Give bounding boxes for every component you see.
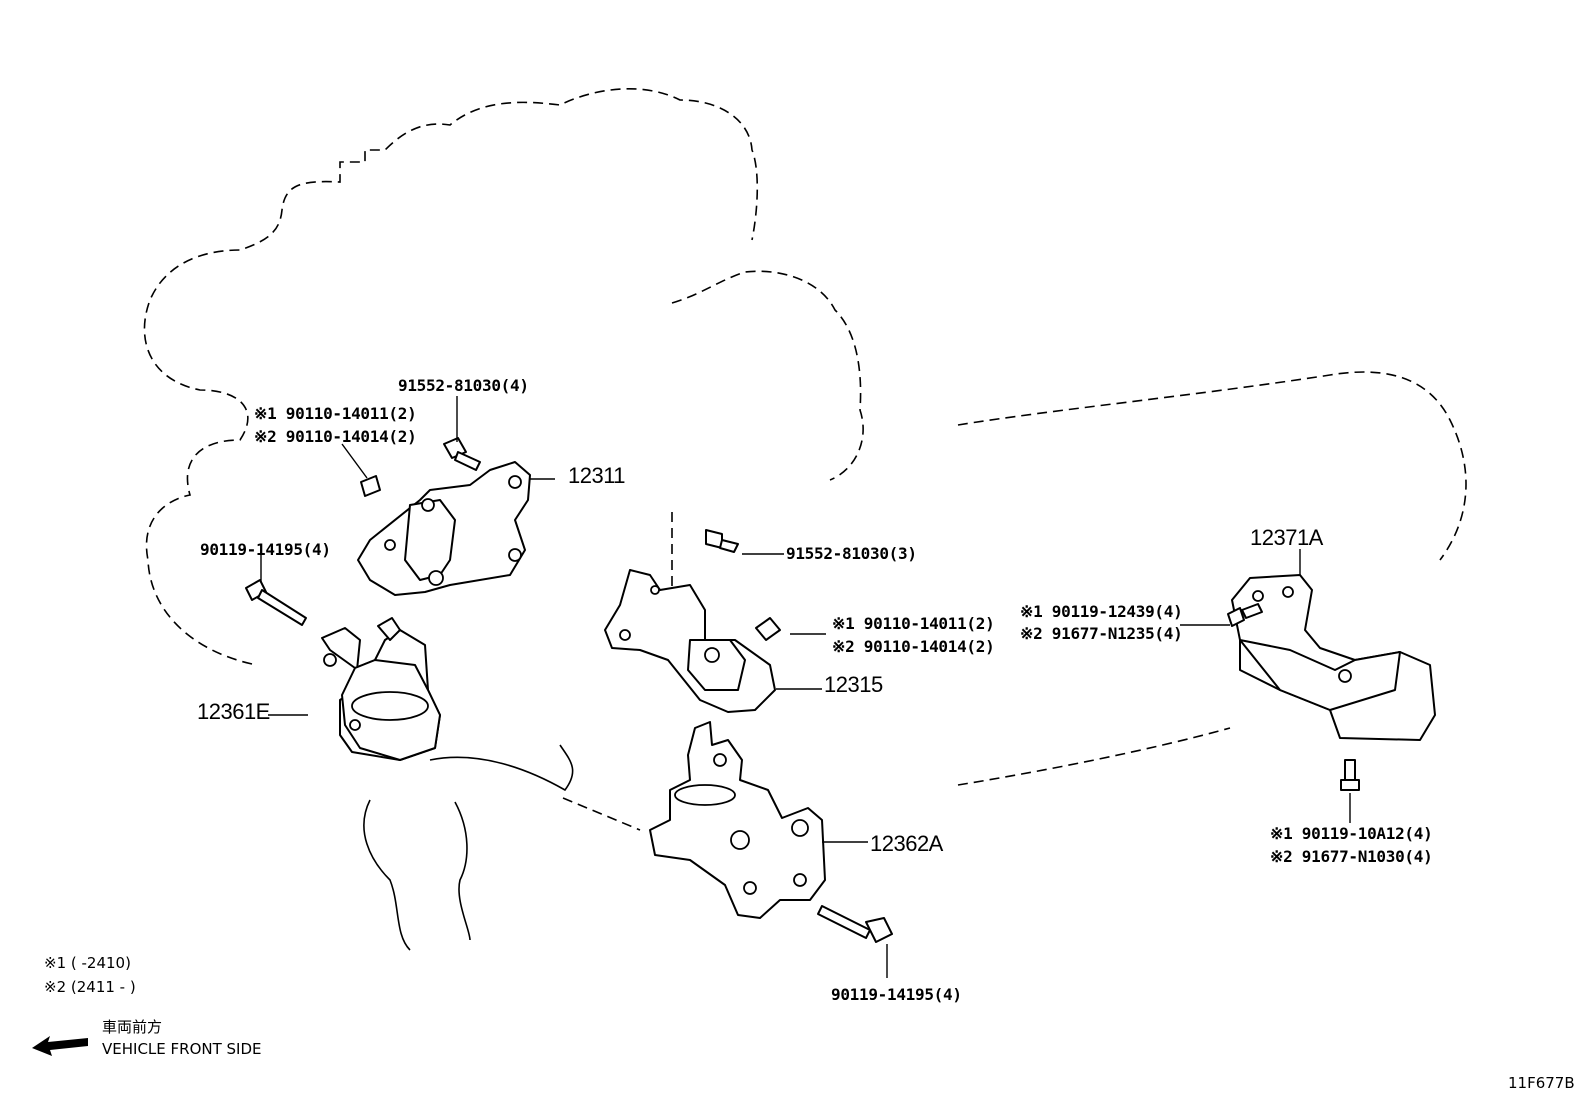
mount-12361E bbox=[321, 617, 441, 761]
bolt-icon bbox=[360, 437, 481, 497]
leader-lines bbox=[260, 396, 1351, 978]
bracket-12311 bbox=[357, 461, 531, 596]
engine-lower-outline bbox=[363, 744, 574, 951]
long-bolt-icon bbox=[245, 579, 307, 626]
bracket-12371A bbox=[1227, 574, 1436, 791]
part-label-12361E: 12361E bbox=[197, 699, 270, 724]
note-mark1-center: ※1 90110-14011(2) bbox=[832, 614, 995, 633]
note-mark1-right: ※1 90119-12439(4) bbox=[1020, 602, 1183, 621]
direction-japanese: 車両前方 bbox=[102, 1018, 163, 1036]
mount-12362A bbox=[649, 721, 826, 919]
part-label-12371A: 12371A bbox=[1250, 525, 1323, 550]
legend-line-1: ※1 ( -2410) bbox=[44, 954, 131, 972]
bolt-label-90119-14195-bottom: 90119-14195(4) bbox=[831, 985, 962, 1004]
engine-outline bbox=[143, 88, 1467, 831]
bolt-label-90119-14195-left: 90119-14195(4) bbox=[200, 540, 331, 559]
part-label-12311: 12311 bbox=[568, 463, 626, 488]
note-mark1-bottom-right: ※1 90119-10A12(4) bbox=[1270, 824, 1433, 843]
note-mark2-right: ※2 91677-N1235(4) bbox=[1020, 624, 1183, 643]
bolt-label-91552-81030-4: 91552-81030(4) bbox=[398, 376, 529, 395]
figure-code: 11F677B bbox=[1508, 1074, 1575, 1092]
part-label-12315: 12315 bbox=[824, 672, 883, 697]
note-mark2-center: ※2 90110-14014(2) bbox=[832, 637, 995, 656]
legend-line-2: ※2 (2411 - ) bbox=[44, 978, 136, 996]
direction-english: VEHICLE FRONT SIDE bbox=[102, 1040, 262, 1058]
long-bolt-bottom-icon bbox=[817, 905, 893, 943]
note-mark2-top-left: ※2 90110-14014(2) bbox=[254, 427, 417, 446]
bolt-label-91552-81030-3: 91552-81030(3) bbox=[786, 544, 917, 563]
note-mark2-bottom-right: ※2 91677-N1030(4) bbox=[1270, 847, 1433, 866]
part-label-12362A: 12362A bbox=[870, 831, 943, 856]
note-mark1-top-left: ※1 90110-14011(2) bbox=[254, 404, 417, 423]
arrow-left-icon bbox=[32, 1036, 88, 1056]
bracket-12315 bbox=[604, 529, 781, 713]
